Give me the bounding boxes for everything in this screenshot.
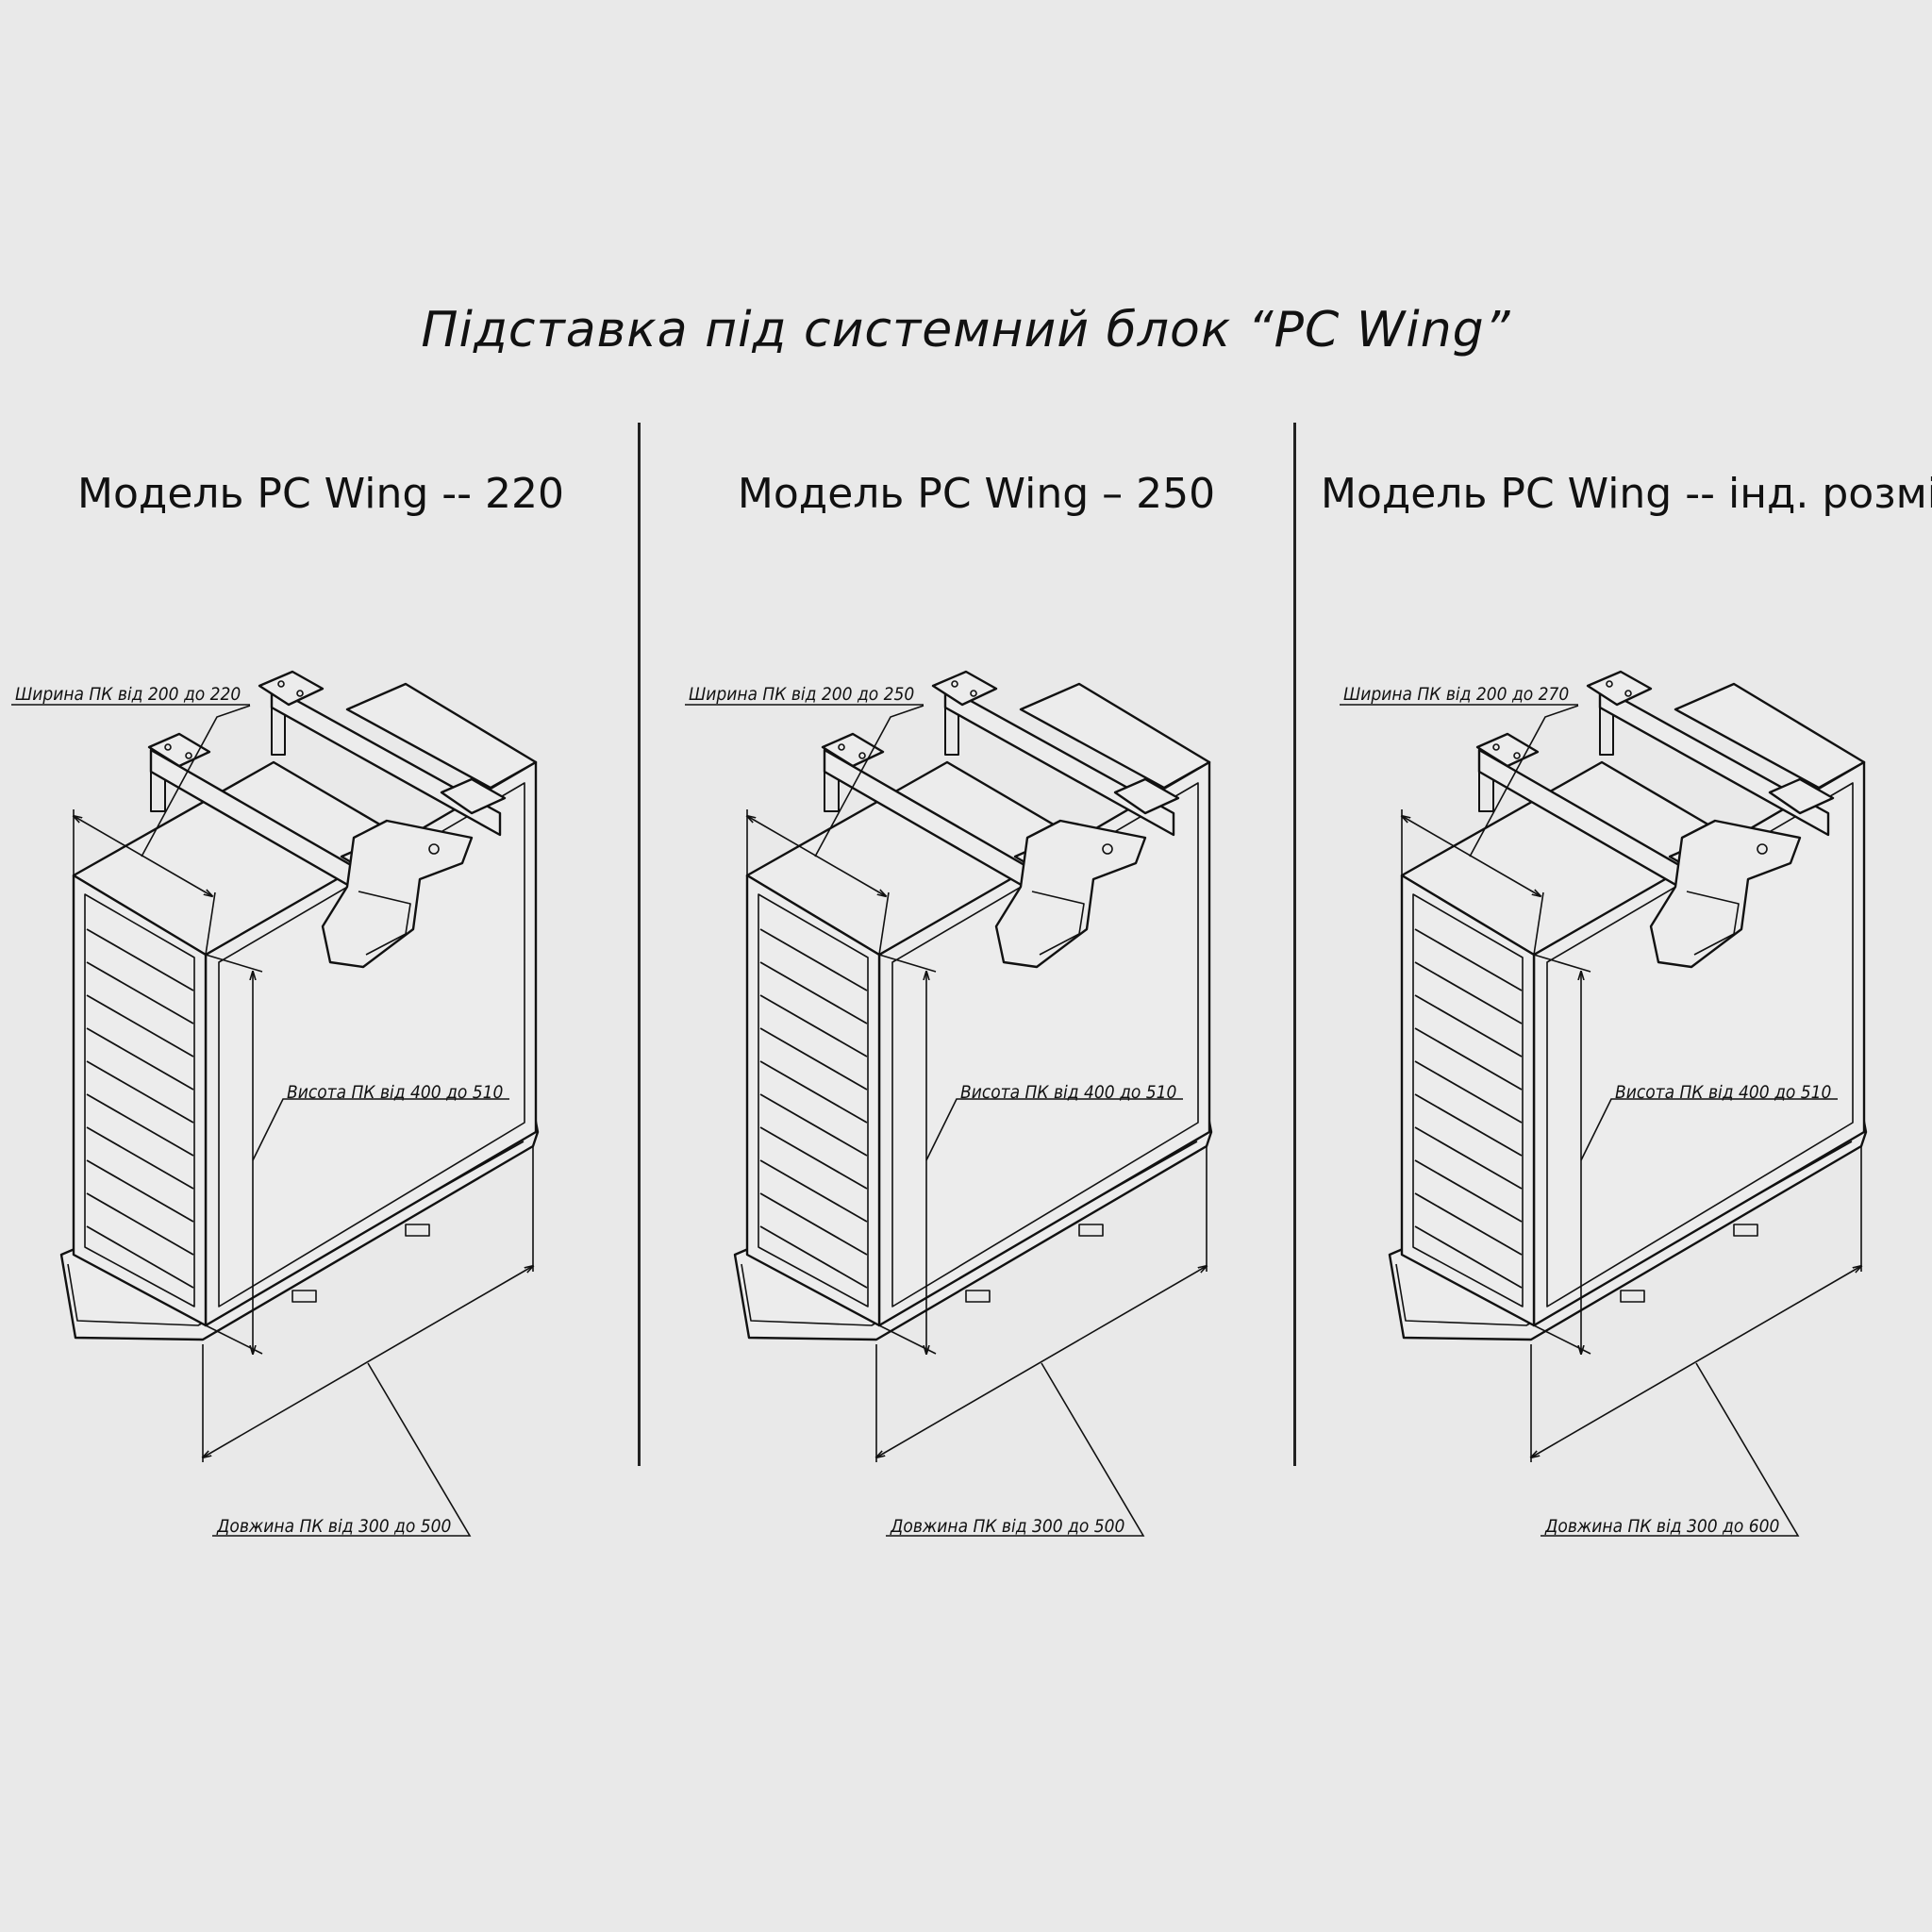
height-label-220: Висота ПК від 400 до 510	[287, 1082, 504, 1103]
width-label-custom: Ширина ПК від 200 до 270	[1343, 684, 1569, 705]
model-title-custom: Модель PC Wing -- інд. розмір	[1321, 470, 1932, 518]
column-divider-2	[1293, 423, 1296, 1466]
page-title: Підставка під системний блок “PC Wing”	[421, 302, 1511, 358]
model-title-250: Модель PC Wing – 250	[737, 470, 1216, 518]
column-divider-1	[638, 423, 641, 1466]
pc-stand-drawing-220	[11, 670, 540, 1536]
pc-stand-drawing-250	[685, 670, 1213, 1536]
width-label-220: Ширина ПК від 200 до 220	[15, 684, 241, 705]
length-label-250: Довжина ПК від 300 до 500	[890, 1516, 1124, 1537]
length-label-220: Довжина ПК від 300 до 500	[216, 1516, 451, 1537]
length-label-custom: Довжина ПК від 300 до 600	[1544, 1516, 1779, 1537]
height-label-custom: Висота ПК від 400 до 510	[1615, 1082, 1832, 1103]
model-title-220: Модель PC Wing -- 220	[77, 470, 564, 518]
pc-stand-drawing-custom	[1340, 670, 1868, 1536]
height-label-250: Висота ПК від 400 до 510	[960, 1082, 1177, 1103]
width-label-250: Ширина ПК від 200 до 250	[689, 684, 914, 705]
